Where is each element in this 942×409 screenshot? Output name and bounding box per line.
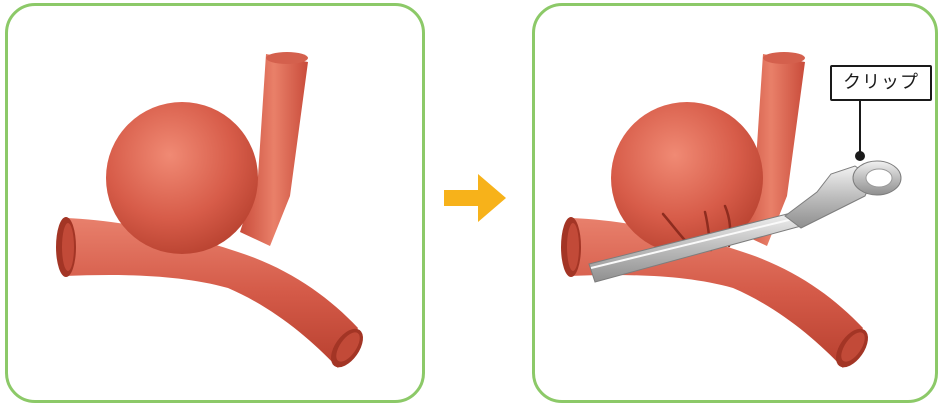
right-arrow-icon [444,174,506,222]
aneurysm-illustration [8,6,425,403]
upper-artery-end [266,52,308,64]
aneurysm-sac [106,102,258,254]
panel-after-clipping [532,3,938,403]
clip-label: クリップ [830,65,932,101]
panel-before-clipping [5,3,425,403]
